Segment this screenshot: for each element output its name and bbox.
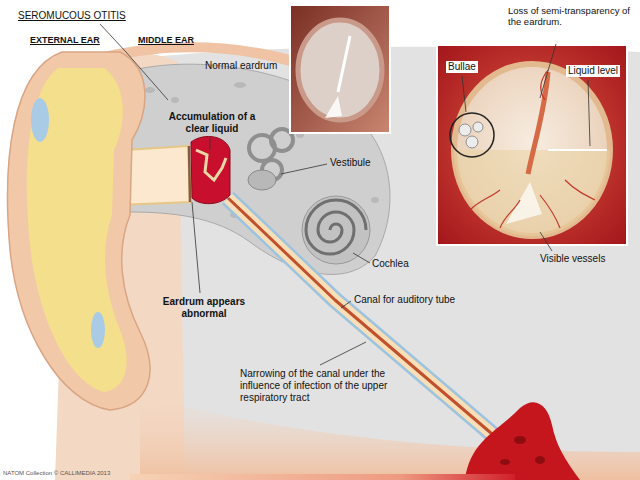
- spot: [500, 459, 510, 465]
- callout-label: Liquid level: [566, 65, 620, 77]
- bullae-ring: [450, 113, 494, 157]
- callout-label: Loss of semi-transparency of the eardrum…: [508, 5, 634, 28]
- throat-spots: [500, 436, 545, 465]
- vestibule-shape: [248, 170, 276, 190]
- callout-label: Canal for auditory tube: [354, 294, 455, 306]
- normal-eardrum-shape: [298, 20, 382, 120]
- leader-line: [320, 342, 366, 365]
- leader-line: [462, 76, 466, 112]
- callout-label: Visible vessels: [540, 253, 605, 265]
- middle-ear-fluid: [191, 136, 230, 203]
- pinna-cartilage: [27, 68, 127, 392]
- leader-line: [540, 44, 556, 98]
- callout-label: Bullae: [446, 61, 478, 73]
- bulla: [466, 136, 478, 148]
- light-reflex: [325, 96, 342, 118]
- inset-label: Normal eardrum: [205, 60, 277, 72]
- callout-label: Accumulation of a clear liquid: [166, 111, 258, 135]
- vessel: [565, 180, 595, 200]
- leader-lines: [100, 24, 590, 365]
- vessel: [500, 200, 520, 228]
- pore: [171, 97, 179, 103]
- vessel: [470, 190, 500, 210]
- light-reflex: [506, 182, 542, 224]
- bulla: [459, 124, 471, 136]
- abnormal-eardrum-shape: [454, 64, 610, 236]
- cochlea-spiral: [306, 200, 366, 254]
- abnormal-eardrum-inset: [437, 45, 627, 245]
- leader-line: [192, 202, 200, 293]
- spot: [535, 456, 545, 464]
- eardrum: [189, 146, 190, 202]
- liquid-line: [548, 149, 607, 151]
- section-heading: MIDDLE EAR: [138, 35, 194, 46]
- leader-line: [341, 301, 351, 308]
- throat-tissue: [465, 402, 580, 480]
- callout-label: Narrowing of the canal under the influen…: [240, 368, 402, 404]
- callout-label: Eardrum appears abnormal: [156, 296, 252, 320]
- neck-skin: [140, 395, 640, 480]
- diagram-title: SEROMUCOUS OTITIS: [18, 10, 126, 22]
- ossicles: [196, 150, 226, 180]
- section-heading: EXTERNAL EAR: [30, 35, 100, 46]
- callout-label: Cochlea: [372, 258, 409, 270]
- cochlea-base: [302, 196, 370, 264]
- leader-line: [588, 80, 590, 146]
- leader-line: [281, 164, 327, 174]
- pore: [145, 87, 155, 93]
- pore: [371, 197, 379, 203]
- callout-label: Vestibule: [330, 157, 371, 169]
- pinna-spot: [31, 98, 49, 142]
- normal-eardrum-inset: [290, 5, 390, 133]
- pinna-spot: [91, 312, 105, 348]
- leader-line: [540, 232, 552, 251]
- bullae: [459, 122, 483, 148]
- vessel: [540, 195, 560, 228]
- pore: [234, 82, 246, 88]
- bulla: [473, 122, 483, 132]
- malleus: [528, 72, 548, 174]
- copyright-note: NATOM Collection © CALLIMEDIA 2013: [3, 470, 110, 477]
- bottom-strip: [130, 474, 515, 480]
- spot: [514, 436, 526, 444]
- leader-line: [353, 253, 370, 263]
- pinna: [8, 52, 150, 410]
- leader-line: [210, 138, 211, 150]
- malleus: [338, 36, 350, 92]
